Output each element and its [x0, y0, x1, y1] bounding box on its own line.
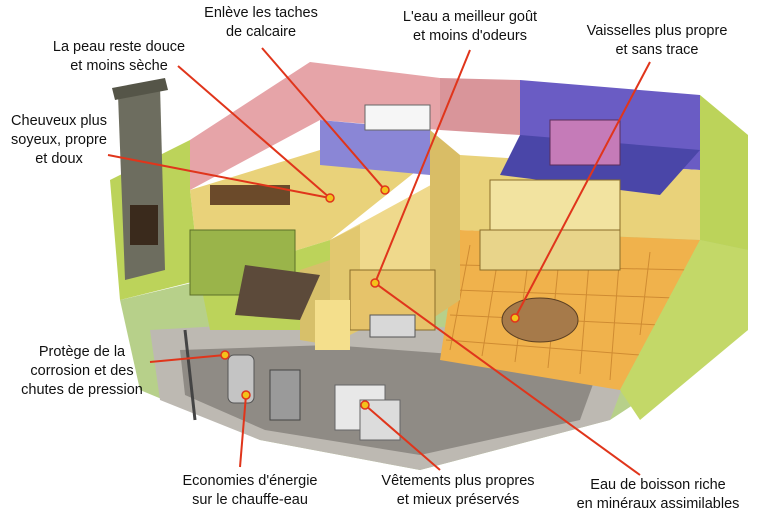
pointer-cheveux: [107, 154, 331, 199]
pointer-energie: [239, 394, 247, 468]
label-calcaire: Enlève les taches de calcaire: [204, 5, 318, 40]
pointer-calcaire: [261, 47, 386, 191]
pointer-vaisselle: [514, 61, 651, 319]
label-cheveux: Cheuveux plus soyeux, propre et doux: [11, 113, 107, 167]
pointer-eau-gout: [374, 49, 471, 284]
pointer-vetements: [364, 404, 441, 471]
pointer-lines: [107, 47, 651, 476]
label-peau: La peau reste douce et moins sèche: [52, 39, 186, 74]
pointer-dots: [220, 185, 520, 410]
pointer-boisson: [374, 282, 641, 476]
pointer-peau: [177, 65, 331, 199]
label-energie: Economies d'énergie sur le chauffe-eau: [182, 473, 318, 508]
label-vetements: Vêtements plus propres et mieux préservé…: [381, 473, 535, 508]
furniture: [189, 104, 621, 350]
label-corrosion: Protège de la corrosion et des chutes de…: [21, 344, 143, 398]
label-boisson: Eau de boisson riche en minéraux assimil…: [576, 477, 740, 512]
label-vaisselle: Vaisselles plus propre et sans trace: [586, 23, 728, 58]
pointer-corrosion: [149, 354, 226, 363]
label-eau-gout: L'eau a meilleur goût et moins d'odeurs: [402, 9, 538, 44]
stone-chimney: [112, 78, 168, 280]
